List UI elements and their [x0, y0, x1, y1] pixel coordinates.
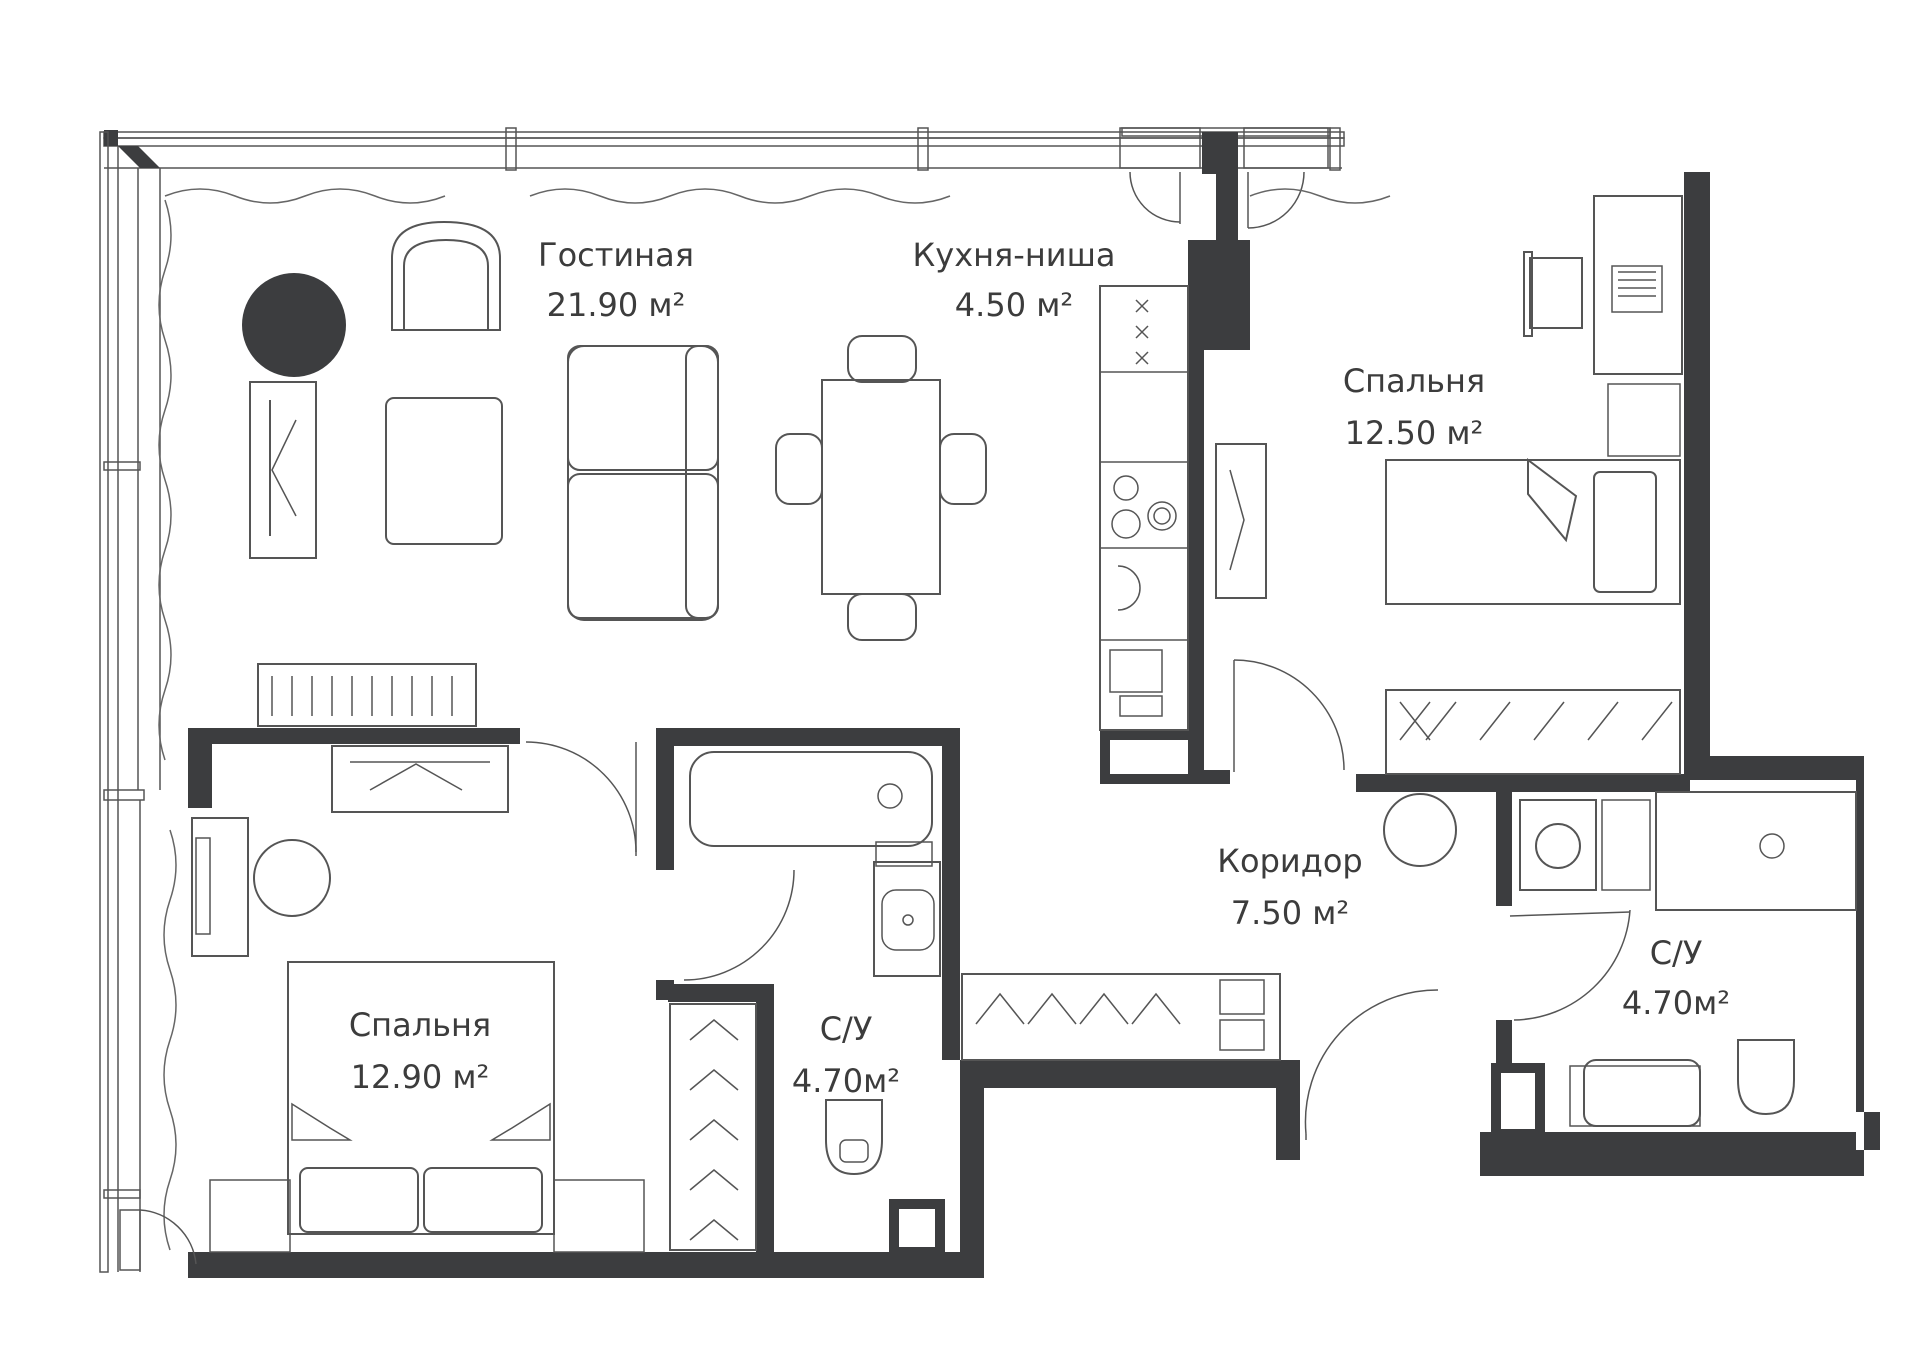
toilet-right [1737, 1039, 1795, 1116]
kitchen-unit [1099, 285, 1189, 731]
dining-table [775, 335, 987, 641]
shower [1655, 791, 1857, 911]
armchair [391, 220, 501, 331]
room-name-bath-right: С/У [1650, 934, 1703, 972]
room-name-corridor: Коридор [1217, 842, 1362, 880]
toilet [825, 1099, 883, 1176]
round-pouf [253, 839, 331, 917]
room-name-living: Гостиная [538, 236, 694, 274]
sofa [567, 345, 719, 621]
room-name-bedroom-left: Спальня [349, 1006, 491, 1044]
right-bedroom-furniture [1215, 195, 1683, 775]
nightstand [191, 817, 249, 957]
sink [873, 861, 941, 977]
right-bath-fixtures [1519, 791, 1857, 1127]
pouf [385, 397, 503, 545]
left-bedroom-furniture [119, 741, 757, 1271]
bed-left [287, 961, 555, 1235]
window-frame [99, 127, 1345, 1273]
room-area-bedroom-left: 12.90 м² [351, 1058, 490, 1096]
room-name-kitchen: Кухня-ниша [913, 236, 1116, 274]
room-labels: Гостиная 21.90 м² Кухня-ниша 4.50 м² Спа… [349, 236, 1730, 1100]
room-name-bedroom-right: Спальня [1343, 362, 1485, 400]
door-terrace [139, 1209, 197, 1265]
shelf [257, 663, 477, 727]
bathtub [689, 751, 933, 847]
tv-stand [249, 381, 317, 559]
living-furniture [242, 220, 987, 727]
round-table [242, 273, 346, 377]
room-area-corridor: 7.50 м² [1231, 894, 1349, 932]
wardrobe [1385, 689, 1681, 775]
room-area-bath-right: 4.70м² [1622, 984, 1730, 1022]
desk-chair [1523, 251, 1583, 337]
balcony-doors [1119, 127, 1329, 229]
room-area-living: 21.90 м² [547, 286, 686, 324]
door-bedroom-right [1233, 659, 1345, 771]
corridor-fixtures [961, 793, 1631, 1140]
room-area-kitchen: 4.50 м² [955, 286, 1073, 324]
room-area-bath-center: 4.70м² [792, 1062, 900, 1100]
curtains [158, 188, 1391, 1251]
corridor-wardrobe [961, 973, 1281, 1061]
bed [1385, 459, 1681, 605]
door-corridor [1304, 989, 1439, 1135]
desk [1593, 195, 1683, 375]
washing-machine [1519, 799, 1597, 891]
tv [1215, 443, 1267, 599]
wardrobe-left [669, 1003, 757, 1251]
door-right-bath [1513, 909, 1631, 1021]
room-name-bath-center: С/У [820, 1010, 873, 1048]
walls [188, 132, 1880, 1278]
center-bath-fixtures [683, 751, 941, 1176]
sink-right [1583, 1059, 1701, 1127]
room-area-bedroom-right: 12.50 м² [1345, 414, 1484, 452]
door-center-bath [683, 869, 795, 981]
door-bedroom-left [525, 741, 637, 853]
